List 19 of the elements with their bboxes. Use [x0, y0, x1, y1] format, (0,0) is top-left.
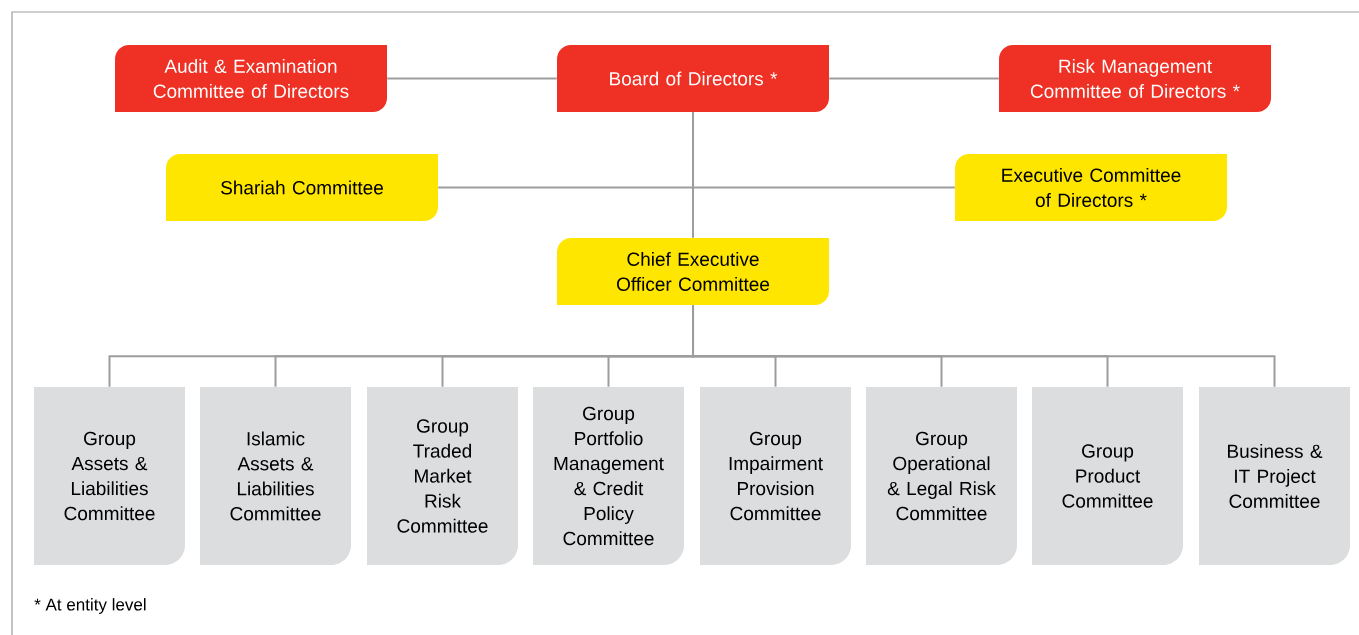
committee-box: Group Portfolio Management & Credit Policy Committee — [533, 387, 684, 565]
committee-box: Risk Management Committee of Directors * — [999, 45, 1271, 112]
connector-line — [692, 111, 694, 239]
connector-line — [386, 77, 558, 80]
committee-box: Shariah Committee — [166, 154, 438, 221]
committee-box: Group Product Committee — [1032, 387, 1183, 565]
committee-box: Islamic Assets & Liabilities Committee — [200, 387, 351, 565]
committee-box: Group Assets & Liabilities Committee — [34, 387, 185, 565]
connector-line — [692, 304, 1276, 388]
committee-box: Group Impairment Provision Committee — [700, 387, 851, 565]
connector-line — [828, 77, 1000, 80]
committee-box: Business & IT Project Committee — [1199, 387, 1350, 565]
committee-box: Executive Committee of Directors * — [955, 154, 1227, 221]
board-box: Board of Directors * — [557, 45, 829, 112]
committee-box: Group Traded Market Risk Committee — [367, 387, 518, 565]
committee-box: Group Operational & Legal Risk Committee — [866, 387, 1017, 565]
footnote: * At entity level — [34, 598, 146, 614]
committee-box: Audit & Examination Committee of Directors — [115, 45, 387, 112]
committee-box: Chief Executive Officer Committee — [557, 238, 829, 305]
